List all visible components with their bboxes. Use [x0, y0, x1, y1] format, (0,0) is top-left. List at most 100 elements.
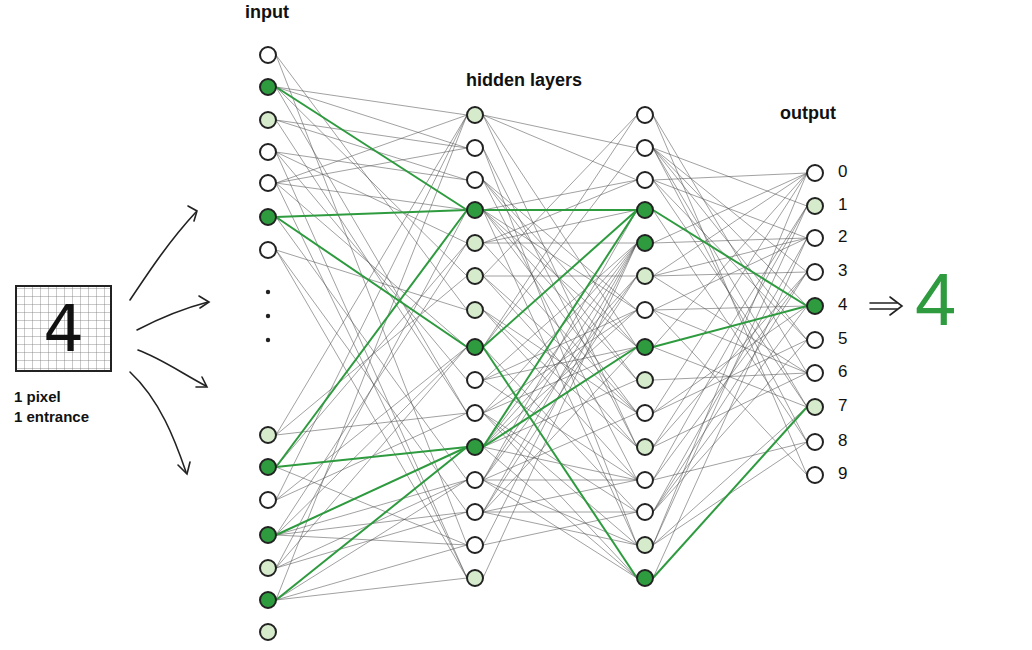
connection-line — [483, 480, 637, 545]
connection-line — [276, 250, 467, 578]
connection-line — [276, 152, 467, 578]
connection-line — [653, 407, 807, 545]
neuron — [467, 339, 483, 355]
connections — [276, 55, 807, 600]
connection-line — [276, 347, 467, 500]
connection-line — [653, 148, 807, 272]
active-connections — [276, 87, 807, 600]
neurons — [260, 47, 823, 640]
digit-image: 4 — [43, 297, 84, 361]
connection-line — [653, 148, 807, 442]
output-digit: 6 — [838, 362, 847, 382]
connection-line — [483, 380, 637, 447]
neuron — [637, 339, 653, 355]
neuron — [807, 198, 823, 214]
connection-line — [483, 243, 637, 244]
connection-line — [653, 206, 807, 545]
neuron — [260, 209, 276, 225]
neuron — [260, 527, 276, 543]
arrow — [130, 212, 196, 300]
neuron — [637, 235, 653, 251]
connection-line — [276, 347, 467, 535]
neuron — [637, 537, 653, 553]
connection-line — [276, 250, 467, 310]
neuron — [260, 144, 276, 160]
pixel-grid — [15, 285, 112, 372]
output-digit: 2 — [838, 227, 847, 247]
neuron — [260, 592, 276, 608]
neuron — [260, 492, 276, 508]
connection-line — [276, 578, 467, 600]
neuron — [467, 235, 483, 251]
connection-line — [483, 413, 637, 578]
neuron — [637, 570, 653, 586]
dot — [266, 314, 270, 318]
neuron — [637, 268, 653, 284]
connection-line — [483, 480, 637, 481]
neuron — [260, 79, 276, 95]
neuron — [807, 298, 823, 314]
arrow-head — [196, 377, 207, 387]
arrow — [130, 372, 186, 472]
connection-line — [276, 210, 467, 467]
arrow-head — [178, 462, 190, 474]
connection-line — [276, 152, 467, 380]
connection-line — [276, 447, 467, 535]
neuron — [260, 175, 276, 191]
connection-line — [483, 310, 637, 480]
active-connection — [276, 87, 467, 210]
connection-line — [483, 115, 637, 148]
connection-line — [653, 115, 807, 475]
connection-line — [483, 148, 637, 347]
connection-line — [653, 173, 807, 545]
connection-line — [276, 243, 467, 467]
connection-line — [276, 148, 467, 183]
connection-line — [653, 173, 807, 413]
connection-line — [483, 347, 637, 512]
neuron — [637, 302, 653, 318]
neuron — [260, 459, 276, 475]
connection-line — [653, 238, 807, 310]
connection-line — [653, 306, 807, 512]
neuron — [807, 230, 823, 246]
neuron — [260, 47, 276, 63]
connection-line — [653, 173, 807, 180]
output-digit: 8 — [838, 431, 847, 451]
neuron — [467, 504, 483, 520]
connection-line — [276, 115, 467, 435]
active-connection — [483, 347, 637, 578]
result-digit: 4 — [915, 263, 956, 337]
connection-line — [483, 347, 637, 380]
neuron — [467, 372, 483, 388]
dot — [266, 338, 270, 342]
result-arrow — [870, 303, 897, 309]
arrow-head — [188, 206, 197, 221]
neuron — [467, 537, 483, 553]
connection-line — [276, 447, 467, 600]
neuron — [807, 399, 823, 415]
output-digit: 4 — [838, 295, 847, 315]
connection-line — [276, 210, 467, 568]
layer-title: input — [245, 2, 289, 23]
neuron — [467, 202, 483, 218]
connection-line — [483, 243, 637, 512]
ellipsis-dots — [266, 290, 270, 342]
connection-line — [653, 407, 807, 578]
neuron — [807, 467, 823, 483]
connection-line — [276, 120, 467, 413]
active-connection — [276, 217, 467, 347]
neuron — [260, 427, 276, 443]
connection-line — [653, 340, 807, 512]
neuron — [637, 405, 653, 421]
neuron — [467, 140, 483, 156]
active-connection — [483, 210, 637, 447]
connection-line — [483, 480, 637, 512]
note: 1 entrance — [14, 408, 89, 425]
connection-line — [483, 276, 637, 277]
neuron — [807, 264, 823, 280]
connection-line — [483, 347, 637, 512]
connection-line — [276, 87, 467, 115]
connection-line — [276, 183, 467, 578]
active-connection — [653, 210, 807, 306]
